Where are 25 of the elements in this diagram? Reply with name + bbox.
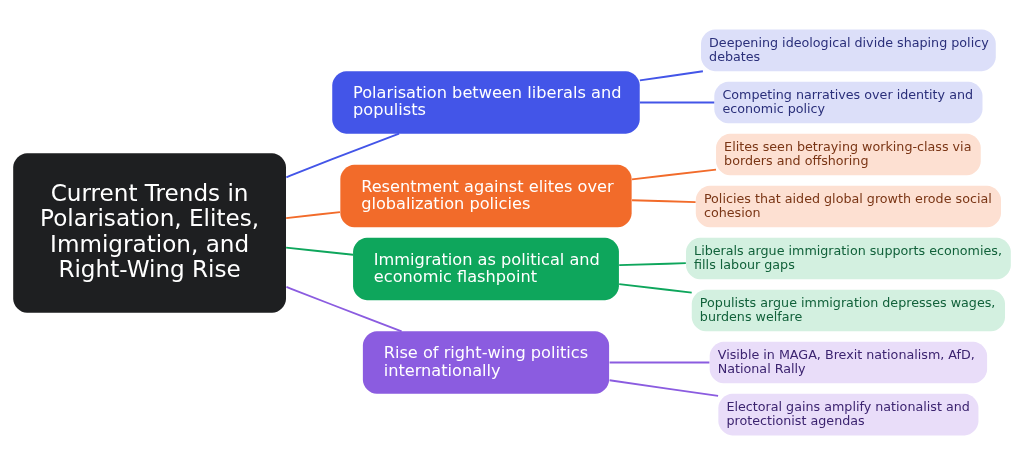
node-box: Resentment against elites over globalization policies <box>340 164 632 227</box>
connector <box>285 246 354 256</box>
connector <box>608 378 719 397</box>
node-box: Rise of right-wing politics internationally <box>362 330 610 394</box>
node-box: Immigration as political and economic flashpoint <box>353 237 619 300</box>
node-box: Polarisation between liberals and populists <box>332 70 640 134</box>
node-box: Elites seen betraying working-class via borders and offshoring <box>716 133 981 175</box>
node-box: Competing narratives over identity and economic policy <box>714 81 983 123</box>
node-box: Populists argue immigration depresses wages, burdens welfare <box>691 289 1006 331</box>
connector <box>631 198 697 203</box>
connector <box>285 132 401 178</box>
node-box: Policies that aided global growth erode social cohesion <box>695 185 1001 227</box>
node-box: Current Trends in Polarisation, Elites, Immigration, and Right-Wing Rise <box>13 152 286 313</box>
connector <box>608 361 711 363</box>
node-box: Visible in MAGA, Brexit nationalism, AfD, National Rally <box>709 341 988 383</box>
connector <box>638 101 716 103</box>
connector <box>285 210 341 219</box>
node-box: Deepening ideological divide shaping policy debates <box>701 29 996 71</box>
connector <box>631 168 717 180</box>
node-box: Electoral gains amplify nationalist and protectionist agendas <box>718 393 979 435</box>
connector <box>618 261 687 266</box>
node-box: Liberals argue immigration supports economies, fills labour gaps <box>686 237 1011 279</box>
connector <box>618 282 693 293</box>
connector <box>638 69 704 81</box>
connector <box>285 285 403 332</box>
